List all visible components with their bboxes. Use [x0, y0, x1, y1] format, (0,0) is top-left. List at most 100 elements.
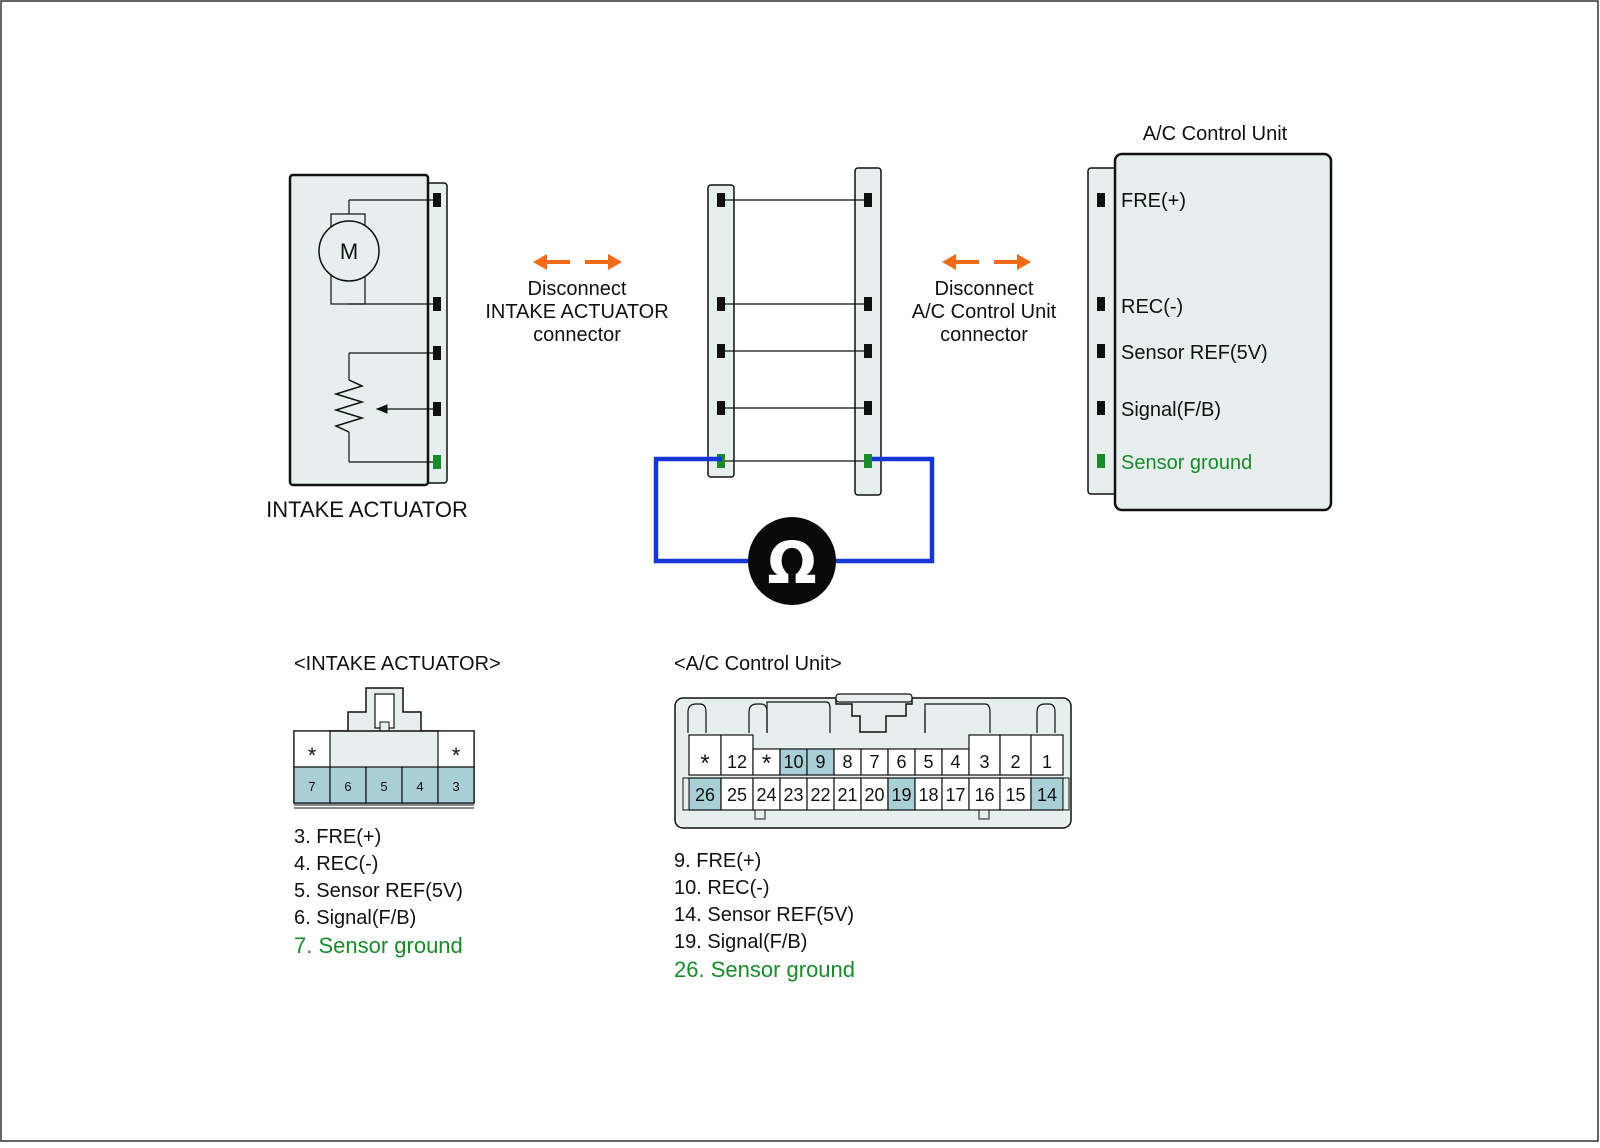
cell-label: 16 [974, 785, 994, 805]
connector-cell [401, 766, 439, 804]
connector-cell [941, 748, 970, 776]
legend-item: 26. Sensor ground [674, 957, 855, 982]
cell-label: * [762, 750, 771, 777]
acu-pin-label: FRE(+) [1121, 190, 1186, 212]
cell-label: 15 [1005, 785, 1025, 805]
connector-cell [887, 777, 916, 811]
wiring-harness [707, 167, 882, 496]
legend-item: 10. REC(-) [674, 877, 770, 899]
ac-control-unit: A/C Control Unit FRE(+) REC(-) Sensor RE… [1087, 123, 1333, 512]
connector-cell [860, 777, 889, 811]
cell-label: 19 [891, 785, 911, 805]
intake-actuator: M INTAKE ACTUATOR [266, 173, 468, 522]
cell-label: 18 [918, 785, 938, 805]
acu-legend: 9. FRE(+) 10. REC(-) 14. Sensor REF(5V) … [674, 850, 855, 982]
cell-label: 4 [416, 779, 423, 794]
connector-cell [293, 730, 331, 768]
disconnect-arrows-right-icon [942, 254, 1031, 270]
connector-cell [1030, 734, 1064, 776]
cell-label: 14 [1037, 785, 1057, 805]
cell-label: 8 [842, 752, 852, 772]
cell-label: 2 [1010, 752, 1020, 772]
connector-cell [365, 766, 403, 804]
cell-label: 5 [923, 752, 933, 772]
acu-pin-label: Sensor REF(5V) [1121, 342, 1268, 364]
cell-label: 9 [815, 752, 825, 772]
legend-item: 5. Sensor REF(5V) [294, 880, 463, 902]
acu-pin-label: Signal(F/B) [1121, 399, 1221, 421]
cell-label: 23 [783, 785, 803, 805]
cell-label: 1 [1042, 752, 1052, 772]
connector-cell [941, 777, 970, 811]
connector-cell [914, 748, 943, 776]
cell-label: 25 [727, 785, 747, 805]
acu-title: A/C Control Unit [1143, 123, 1288, 145]
acu-pin-label: REC(-) [1121, 296, 1183, 318]
connector-cell [999, 777, 1032, 811]
connector-cell [887, 748, 916, 776]
cell-label: * [308, 743, 317, 768]
connector-cell [752, 748, 781, 776]
legend-item: 4. REC(-) [294, 853, 378, 875]
cell-label: 6 [896, 752, 906, 772]
connector-cell [752, 777, 781, 811]
potentiometer-icon [333, 379, 365, 433]
motor-icon [318, 220, 380, 282]
cell-label: 20 [864, 785, 884, 805]
connector-cell [688, 734, 722, 776]
ohmmeter-icon: Ω [748, 517, 836, 605]
intake-connector-title: <INTAKE ACTUATOR> [294, 653, 501, 675]
cell-label: 22 [810, 785, 830, 805]
cell-label: 5 [380, 779, 387, 794]
cell-label: 3 [452, 779, 459, 794]
legend-item: 9. FRE(+) [674, 850, 761, 872]
connector-cell [329, 766, 367, 804]
ohmmeter-leads [653, 456, 935, 564]
right-disconnect-label: Disconnect A/C Control Unit connector [912, 278, 1057, 346]
cell-label: 7 [869, 752, 879, 772]
left-disconnect-label: Disconnect INTAKE ACTUATOR connector [485, 278, 668, 346]
connector-cell [1030, 777, 1064, 811]
legend-item: 7. Sensor ground [294, 933, 463, 958]
acu-connector-title: <A/C Control Unit> [674, 653, 842, 675]
ohm-symbol: Ω [767, 529, 816, 597]
acu-body [1113, 152, 1333, 512]
connector-cell [437, 766, 475, 804]
svg-text:INTAKE ACTUATOR: INTAKE ACTUATOR [485, 301, 668, 323]
cell-label: 6 [344, 779, 351, 794]
cell-label: 17 [945, 785, 965, 805]
legend-item: 3. FRE(+) [294, 826, 381, 848]
svg-text:Disconnect: Disconnect [935, 278, 1034, 300]
intake-legend: 3. FRE(+) 4. REC(-) 5. Sensor REF(5V) 6.… [294, 826, 463, 958]
actuator-title: INTAKE ACTUATOR [266, 497, 468, 522]
cell-label: * [700, 750, 709, 777]
cell-label: 24 [756, 785, 776, 805]
connector-cell [833, 777, 862, 811]
svg-text:Disconnect: Disconnect [528, 278, 627, 300]
svg-text:connector: connector [940, 324, 1028, 346]
cell-label: 3 [979, 752, 989, 772]
cell-label: 26 [695, 785, 715, 805]
disconnect-arrows-left-icon [533, 254, 622, 270]
connector-cell [779, 777, 808, 811]
harness-connector-left [707, 184, 735, 478]
cell-label: 7 [308, 779, 315, 794]
legend-item: 6. Signal(F/B) [294, 907, 416, 929]
cell-label: 10 [783, 752, 803, 772]
legend-item: 19. Signal(F/B) [674, 931, 807, 953]
svg-text:A/C Control Unit: A/C Control Unit [912, 301, 1057, 323]
connector-cell [968, 777, 1001, 811]
svg-text:connector: connector [533, 324, 621, 346]
motor-label: M [340, 239, 358, 264]
legend-item: 14. Sensor REF(5V) [674, 904, 854, 926]
cell-label: 4 [950, 752, 960, 772]
cell-label: 21 [837, 785, 857, 805]
cell-label: 12 [727, 752, 747, 772]
acu-pin-label: Sensor ground [1121, 452, 1252, 474]
harness-connector-right [854, 167, 882, 496]
connector-cell [914, 777, 943, 811]
